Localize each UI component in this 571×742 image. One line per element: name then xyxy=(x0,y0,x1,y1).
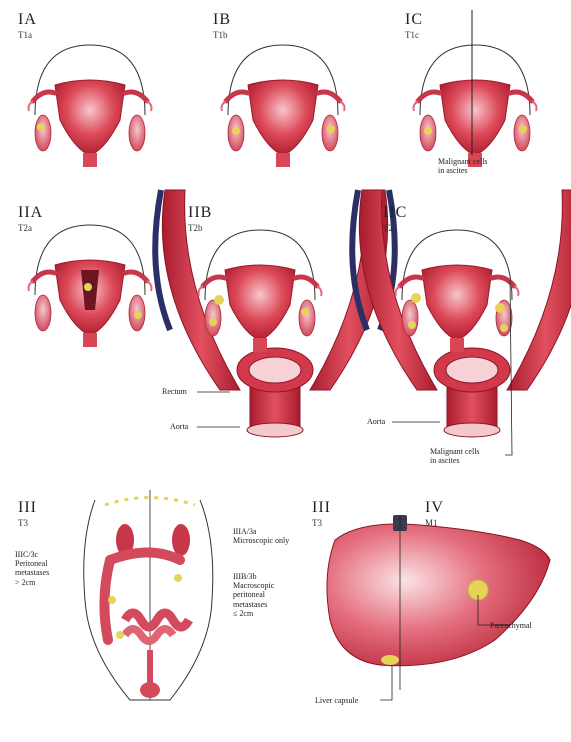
note-iiic: IIIC/3c Peritoneal metastases > 2cm xyxy=(15,550,49,587)
stage-label-iic: IIC xyxy=(383,205,407,221)
tumor-deposit xyxy=(84,283,92,291)
rectum-label: Rectum xyxy=(162,387,187,396)
tnm-label-iii-peritoneal: T3 xyxy=(18,519,28,528)
tnm-label-iii-liver: T3 xyxy=(312,519,322,528)
pelvis-figure-ia xyxy=(29,45,152,167)
tnm-label-iic: T2c xyxy=(383,224,397,233)
tumor-deposit xyxy=(411,293,421,303)
tumor-deposit xyxy=(301,308,309,316)
aorta-label-iic: Aorta xyxy=(367,417,385,426)
parenchymal-label: Parenchymal xyxy=(490,621,532,630)
tnm-label-ia: T1a xyxy=(18,31,32,40)
tnm-label-iia: T2a xyxy=(18,224,32,233)
stage-label-ia: IA xyxy=(18,12,37,28)
aorta-label-iib: Aorta xyxy=(170,422,188,431)
abdomen-figure xyxy=(84,490,213,700)
pelvis-figure-ic xyxy=(414,45,537,167)
tumor-deposit xyxy=(209,318,217,326)
tumor-deposit xyxy=(37,123,45,131)
tnm-label-ib: T1b xyxy=(213,31,228,40)
tumor-deposit xyxy=(495,303,505,313)
stage-label-ic: IC xyxy=(405,12,423,28)
tumor-deposit xyxy=(500,324,508,332)
tumor-deposit xyxy=(232,127,240,135)
tumor-deposit xyxy=(327,125,335,133)
tnm-label-ic: T1c xyxy=(405,31,419,40)
tumor-deposit xyxy=(424,127,432,135)
stage-label-iia: IIA xyxy=(18,205,43,221)
tumor-deposit xyxy=(408,321,416,329)
liver-figure xyxy=(327,515,550,700)
stage-label-ib: IB xyxy=(213,12,231,28)
tumor-deposit xyxy=(519,125,527,133)
stage-label-iii-liver: III xyxy=(312,500,331,516)
stage-label-iib: IIB xyxy=(188,205,212,221)
tumor-deposit xyxy=(214,295,224,305)
note-iiib: IIIB/3b Macroscopic peritoneal metastase… xyxy=(233,572,274,618)
pelvis-figure-ib xyxy=(222,45,345,167)
tnm-label-iv: M1 xyxy=(425,519,438,528)
tnm-label-iib: T2b xyxy=(188,224,203,233)
tumor-deposit xyxy=(134,311,142,319)
callout-ascites-ic: Malignant cells in ascites xyxy=(438,157,488,175)
note-iiia: IIIA/3a Microscopic only xyxy=(233,527,289,545)
callout-ascites-iic: Malignant cells in ascites xyxy=(430,447,480,465)
stage-label-iv: IV xyxy=(425,500,444,516)
liver-capsule-label: Liver capsule xyxy=(315,696,358,705)
stage-label-iii-peritoneal: III xyxy=(18,500,37,516)
pelvis-figure-iia xyxy=(29,225,152,347)
